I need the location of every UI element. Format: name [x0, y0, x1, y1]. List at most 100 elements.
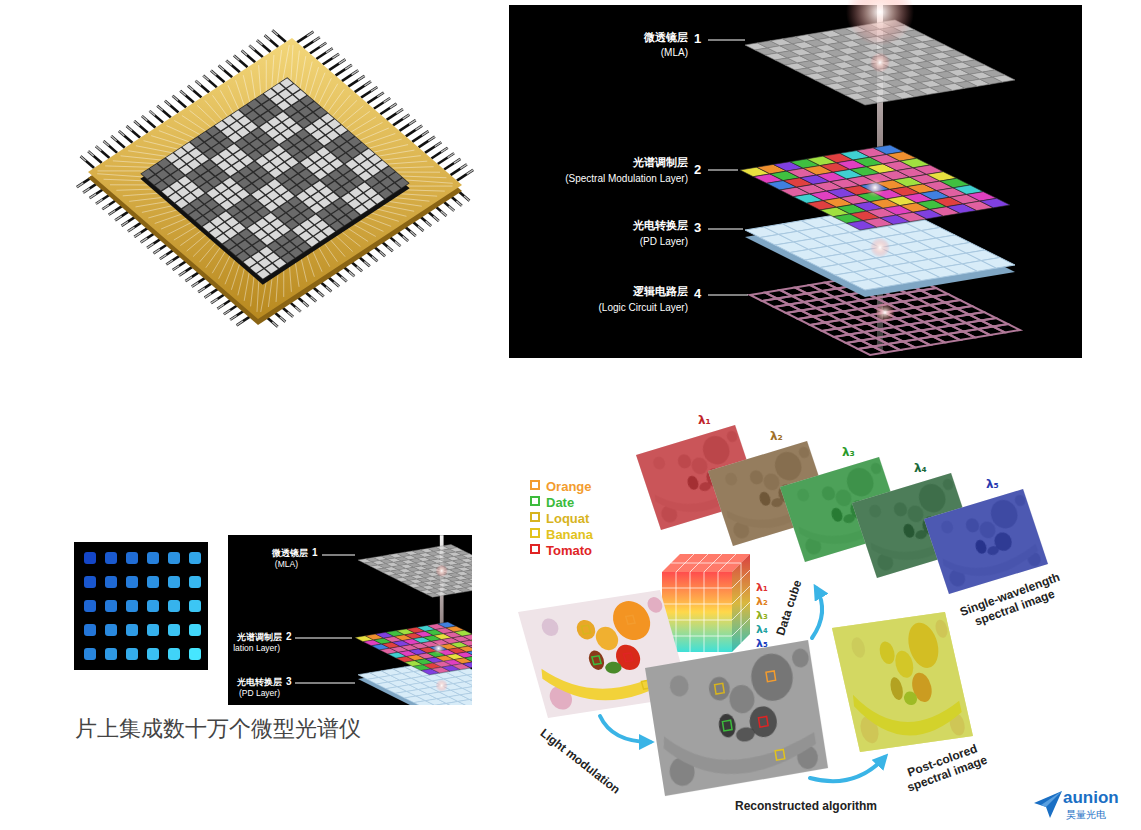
pin-tip [364, 262, 369, 267]
chip-pin [444, 159, 460, 170]
chip-pin [188, 86, 202, 98]
chip-pin [249, 45, 263, 57]
circuit-cell [993, 324, 1020, 333]
svg-polygon [732, 554, 750, 652]
data-cube [662, 554, 750, 652]
post-colored-image [832, 612, 973, 752]
svg-line [662, 588, 732, 589]
pin-tip [334, 282, 339, 287]
pin-tip [166, 260, 173, 264]
callout-number: 3 [694, 221, 701, 236]
spectrometer-pixel [189, 600, 201, 612]
layer-name-en: (MLA) [275, 560, 298, 570]
legend-text: Date [546, 495, 574, 510]
svg-use [355, 535, 472, 705]
spectrometer-pixel [189, 624, 201, 636]
svg-line [741, 563, 742, 643]
pin-tip [217, 304, 224, 308]
chip-pin [419, 137, 435, 148]
legend-row: Date [530, 496, 574, 511]
svg-line [708, 40, 745, 41]
bond-wire [196, 105, 217, 123]
chip-pin [88, 151, 102, 163]
spectrometer-pixel [189, 648, 201, 660]
legend-row: Orange [530, 480, 592, 495]
pin-tip [272, 30, 277, 35]
svg-use [645, 640, 828, 796]
pin-tip [179, 271, 186, 275]
spectrometer-pixel [168, 624, 180, 636]
bond-wire [365, 128, 396, 149]
pin-tip [104, 141, 109, 146]
spectrometer-array [84, 552, 201, 660]
pin-tip [160, 255, 167, 259]
chip-pin [329, 59, 345, 70]
pin-tip [422, 131, 429, 135]
layer-name: 逻辑电路层 [633, 286, 688, 299]
pd-cell [981, 258, 1015, 269]
spectrometer-pixel [105, 576, 117, 588]
wavelength-label: λ₁ [698, 414, 711, 428]
spectrometer-pixel [168, 552, 180, 564]
pin-tip [115, 216, 122, 220]
spectrometer-pixel [126, 648, 138, 660]
pin-tip [224, 310, 231, 314]
caption: 片上集成数十万个微型光谱仪 [75, 716, 361, 741]
bond-wire [406, 164, 453, 199]
chip-pin [457, 170, 473, 181]
chip-pin [157, 106, 171, 118]
pin-tip [249, 45, 254, 50]
chip-pin [81, 156, 95, 168]
spectrometer-pixel [105, 600, 117, 612]
svg-line [690, 572, 691, 652]
pin-tip [142, 116, 147, 121]
wavelength-label: λ₂ [770, 430, 783, 444]
chip-pin [451, 164, 467, 175]
pin-tip [205, 293, 212, 297]
legend-row: Loquat [530, 512, 589, 527]
chip-pin [348, 76, 364, 87]
bond-wire [269, 45, 316, 80]
pin-tip [396, 109, 403, 113]
pin-tip [384, 98, 391, 102]
bond-wire [251, 55, 294, 87]
spectrometer-pixel [126, 552, 138, 564]
step-label: Data cube [775, 579, 806, 638]
pin-tip [460, 164, 467, 168]
wavelength-label: λ₃ [842, 446, 855, 460]
bond-wire [394, 179, 437, 211]
bond-wire [326, 95, 357, 116]
pin-tip [122, 222, 129, 226]
svg-line [295, 638, 352, 639]
pin-tip [119, 131, 124, 136]
spectrometer-pixel [84, 552, 96, 564]
bond-wire [339, 106, 366, 124]
spectrometer-pixel [84, 648, 96, 660]
pin-tip [358, 76, 365, 80]
layer-stack-crop [355, 535, 472, 705]
svg-line [662, 620, 732, 621]
pin-tip [198, 288, 205, 292]
chip-pin [380, 104, 396, 115]
pin-tip [150, 111, 155, 116]
chip-pin [165, 101, 179, 113]
pin-tip [441, 148, 448, 152]
layer-name: 微透镜层 [644, 32, 688, 45]
pin-tip [326, 287, 331, 292]
bond-wire [345, 111, 370, 128]
layer-name-en: lation Layer) [233, 644, 280, 654]
spectrometer-pixel [147, 600, 159, 612]
pin-tip [102, 205, 109, 209]
pin-tip [211, 71, 216, 76]
dark-panel [509, 5, 1082, 358]
bond-wire [320, 89, 353, 112]
leader-lines [708, 40, 748, 295]
pin-tip [403, 236, 408, 241]
step-label: Post-colored spectral image [889, 736, 1002, 800]
legend-text: Loquat [546, 511, 589, 526]
bond-wire [179, 229, 204, 246]
legend-text: Banana [546, 527, 593, 542]
wavelength-label: λ₅ [986, 478, 999, 492]
pin-tip [81, 156, 86, 161]
